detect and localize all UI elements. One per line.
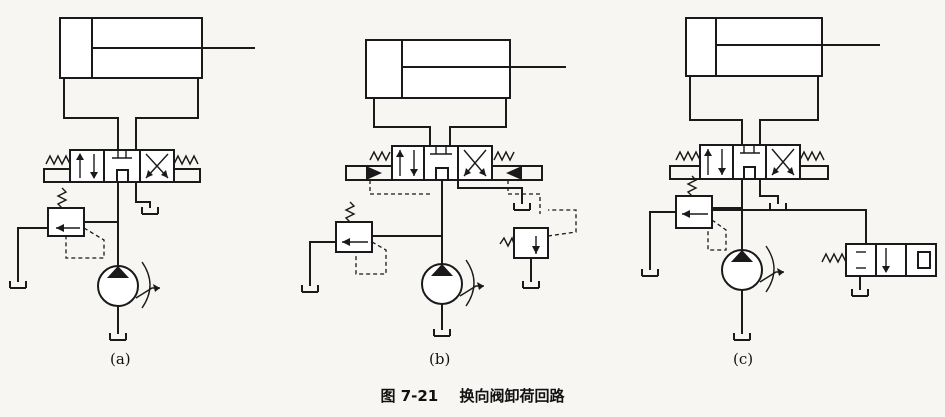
pump-a [97,261,160,309]
relief-valve-a [47,187,105,259]
directional-valve-c [669,144,829,180]
relief-valve-c [675,175,727,251]
cylinder-b [365,39,511,99]
panel-c: (c) [641,17,937,368]
pump-b [421,259,484,307]
vent-valve-c [821,243,937,277]
figure-number: 图 7-21 [380,387,439,405]
cylinder-c [685,17,823,77]
panel-label-c: (c) [733,350,753,368]
panel-b: (b) [301,39,577,368]
relief-valve-b-left [335,201,387,275]
panel-a: (a) [9,17,255,368]
directional-valve-a [43,149,201,183]
sequence-valve-b-right [499,209,577,259]
pump-c [721,245,784,293]
panel-label-b: (b) [429,350,450,368]
panel-label-a: (a) [110,350,131,368]
figure-title: 换向阀卸荷回路 [459,387,565,405]
figure-caption: 图 7-21 换向阀卸荷回路 [0,385,945,406]
directional-valve-b [345,145,543,181]
